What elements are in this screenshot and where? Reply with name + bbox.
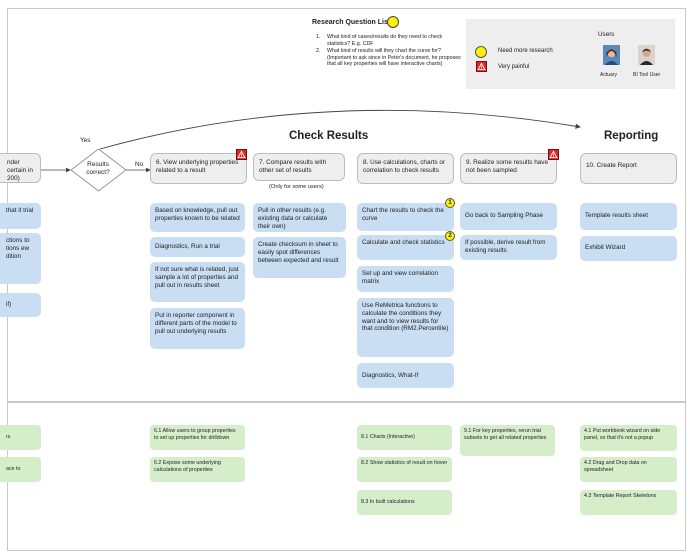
warning-icon: [236, 149, 247, 160]
col6-card: If not sure what is related, just sample…: [150, 262, 245, 302]
warning-icon: [476, 61, 487, 72]
section-reporting: Reporting: [604, 130, 659, 142]
col10-card: Template results sheet: [580, 203, 677, 230]
col8-card: Calculate and check statistics: [357, 235, 454, 260]
col8-card: Diagnostics, What-If: [357, 363, 454, 388]
warning-icon: [548, 149, 559, 160]
no-label: No: [135, 161, 144, 168]
yellow-dot-icon: [475, 46, 487, 58]
col8-card: Chart the results to check the curve: [357, 203, 454, 231]
opportunity-card: 6.2 Expose some underlying calculations …: [150, 457, 245, 482]
yes-label: Yes: [80, 137, 91, 144]
badge-1: 1: [445, 198, 455, 208]
col6-card: Diagnostics, Run a trial: [150, 237, 245, 257]
opportunity-card: 8.1 Charts (Interactive): [357, 425, 452, 450]
actuary-label: Actuary: [600, 72, 617, 78]
col7-card: Create checksum in sheet to easily spot …: [253, 237, 346, 278]
need-research-dot-icon: [387, 16, 399, 28]
opportunity-card: 4.2 Drag and Drop data on spreadsheet: [580, 457, 677, 482]
research-question-title: Research Question List: [312, 19, 391, 26]
col9-card: If possible, derive result from existing…: [460, 235, 557, 260]
opportunity-card: 9.1 For key properties, rerun trial subs…: [460, 425, 555, 456]
step-8-box: 8. Use calculations, charts or correlati…: [357, 153, 454, 184]
opportunity-card: 8.2 Show statistics of result on hover: [357, 457, 452, 482]
col10-card: Exhibit Wizard: [580, 236, 677, 261]
only-some-users-note: (Only for some users): [269, 184, 324, 190]
research-question-list: 1. What kind of cases/results do they ne…: [316, 34, 466, 69]
opportunity-card: 6.1 Allow users to group properties to s…: [150, 425, 245, 450]
opportunity-card: 4.1 Put workbook wizard on side panel, s…: [580, 425, 677, 451]
section-check-results: Check Results: [289, 130, 369, 142]
col8-card: Set up and view correlation matrix: [357, 266, 454, 292]
green-card-partial: ace to: [0, 457, 41, 482]
actuary-avatar: [603, 45, 620, 65]
step-10-box: 10. Create Report: [580, 153, 677, 184]
step-9-box: 9. Realize some results have not been sa…: [460, 153, 557, 184]
legend-need-research: Need more research: [498, 48, 553, 54]
bi-tool-user-avatar: [638, 45, 655, 65]
col6-card: Based on knowledge, pull out properties …: [150, 203, 245, 232]
col8-card: Use ReMetrica functions to calculate the…: [357, 298, 454, 357]
col9-card: Go back to Sampling Phase: [460, 203, 557, 230]
col7-card: Pull in other results (e.g. existing dat…: [253, 203, 346, 232]
users-title: Users: [598, 31, 615, 38]
research-question-item: 2. What kind of results will they chart …: [316, 48, 461, 68]
section-divider: [8, 401, 685, 403]
opportunity-card: 8.3 In built calculations: [357, 490, 452, 515]
green-card-partial: rs: [0, 425, 41, 450]
col6-card: Put in reporter component in different p…: [150, 308, 245, 349]
blue-card-partial: if): [0, 293, 41, 317]
blue-card-partial: ctions to tions ew dition: [0, 233, 41, 284]
decision-results-correct: Results correct?: [86, 161, 110, 176]
blue-card-partial: that it trial: [0, 203, 41, 229]
research-question-item: 1. What kind of cases/results do they ne…: [316, 34, 443, 47]
opportunity-card: 4.3 Template Report Skeletons: [580, 490, 677, 515]
step-7-box: 7. Compare results with other set of res…: [253, 153, 345, 181]
badge-2: 2: [445, 231, 455, 241]
bi-tool-user-label: BI Tool User: [633, 72, 661, 78]
legend-very-painful: Very painful: [498, 64, 530, 70]
step-box-partial: nder certain in 200): [0, 153, 41, 183]
step-6-box: 6. View underlying properties related to…: [150, 153, 247, 184]
